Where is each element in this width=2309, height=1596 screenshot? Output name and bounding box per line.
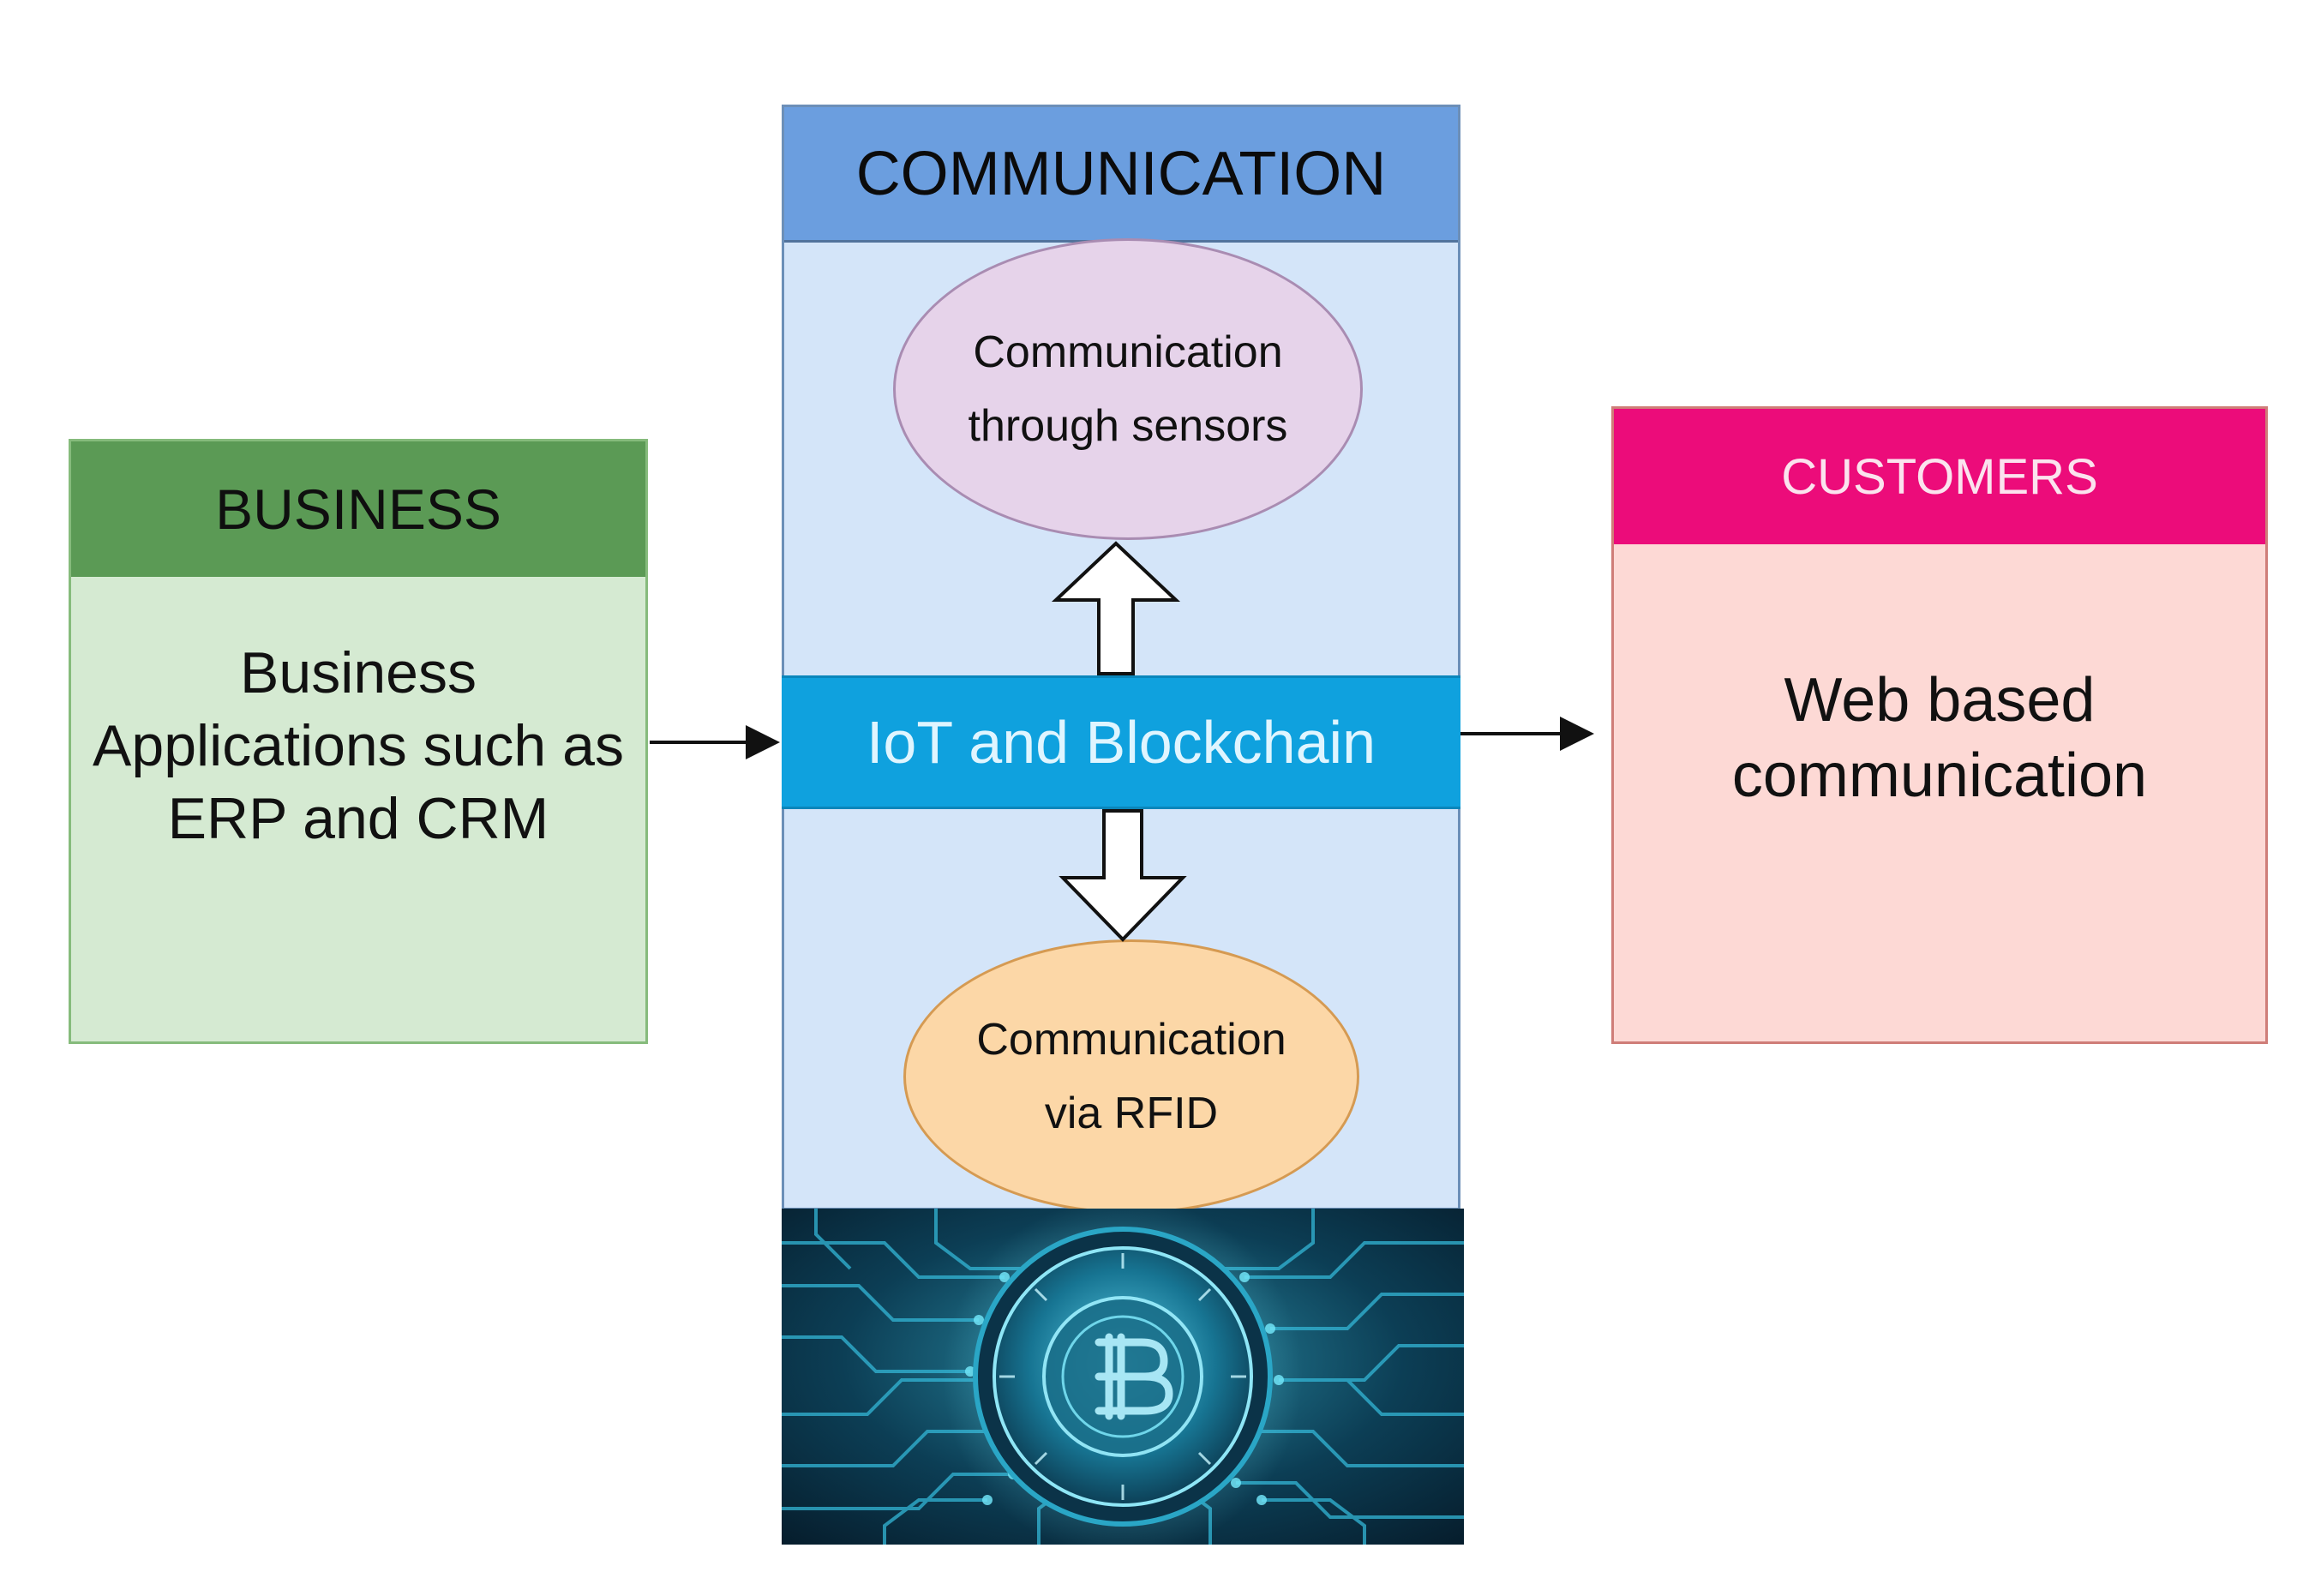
sensors-label: Communication through sensors (968, 327, 1288, 451)
communication-header: COMMUNICATION (784, 107, 1458, 243)
iot-blockchain-band: IoT and Blockchain (782, 675, 1460, 809)
customers-header: CUSTOMERS (1614, 409, 2265, 544)
iot-blockchain-label: IoT and Blockchain (866, 709, 1376, 776)
sensors-ellipse: Communication through sensors (893, 238, 1363, 540)
rfid-label: Communication via RFID (976, 1015, 1286, 1138)
business-header: BUSINESS (71, 441, 645, 577)
up-block-arrow (1051, 541, 1181, 675)
business-body: Business Applications such as ERP and CR… (93, 640, 624, 851)
customers-box: CUSTOMERS Web based communication (1611, 406, 2268, 1044)
down-block-arrow (1059, 809, 1187, 942)
business-box: BUSINESS Business Applications such as E… (69, 439, 648, 1044)
bitcoin-vault-circuit-icon (782, 1209, 1464, 1545)
rfid-ellipse: Communication via RFID (903, 939, 1359, 1214)
customers-body: Web based communication (1731, 666, 2148, 810)
